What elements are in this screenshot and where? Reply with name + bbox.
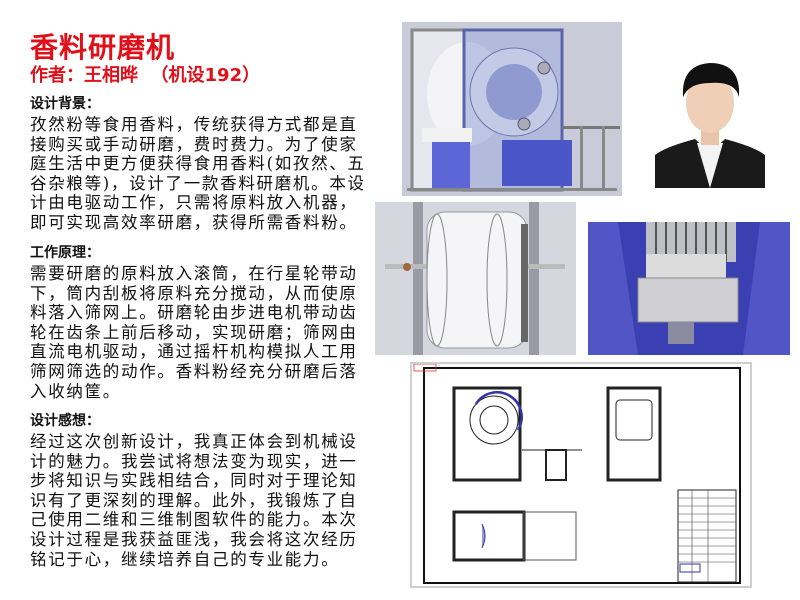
- text-line: 接购买或手动研磨，费时费力。为了使家: [30, 134, 358, 154]
- text-line: 步将知识与实践相结合，同时对于理论知: [30, 471, 358, 491]
- cad-front-view-image: [402, 22, 622, 196]
- text-line: 轮在齿条上前后移动，实现研磨；筛网由: [30, 322, 358, 342]
- text-line: 己使用二维和三维制图软件的能力。本次: [30, 510, 358, 530]
- text-line: 谷杂粮等)，设计了一款香料研磨机。本设: [30, 173, 366, 193]
- text-line: 筛网筛选的动作。香料粉经充分研磨后落: [30, 361, 358, 381]
- text-line: 计的魅力。我尝试将想法变为现实，进一: [30, 451, 358, 471]
- text-line: 识有了更深刻的理解。此外，我锻炼了自: [30, 490, 358, 510]
- engineering-drawing-image: [410, 362, 752, 588]
- section-design-background: 设计背景： 孜然粉等食用香料，传统获得方式都是直 接购买或手动研磨，费时费力。为…: [30, 93, 365, 233]
- section-design-reflection: 设计感想： 经过这次创新设计，我真正体会到机械设 计的魅力。我尝试将想法变为现实…: [30, 410, 365, 569]
- sieve-render-image: [588, 222, 790, 355]
- author-photo: [655, 55, 765, 188]
- text-line: 铭记于心，继续培养自己的专业能力。: [30, 549, 340, 569]
- section-heading: 设计背景：: [30, 96, 100, 112]
- section-heading: 工作原理：: [30, 245, 100, 261]
- text-line: 孜然粉等食用香料，传统获得方式都是直: [30, 115, 358, 134]
- drum-render-image: [375, 202, 576, 355]
- text-line: 需要研磨的原料放入滚筒，在行星轮带动: [30, 264, 358, 283]
- author-line: 作者：王相晔 （机设192）: [30, 65, 261, 86]
- text-line: 直流电机驱动，通过摇杆机构模拟人工用: [30, 342, 358, 362]
- section-working-principle: 工作原理： 需要研磨的原料放入滚筒，在行星轮带动 下，筒内刮板将原料充分搅动，从…: [30, 242, 365, 401]
- text-line: 设计过程是我获益匪浅，我会将这次经历: [30, 529, 358, 549]
- text-line: 庭生活中更方便获得食用香料(如孜然、五: [30, 154, 366, 174]
- text-line: 即可实现高效率研磨，获得所需香料粉。: [30, 212, 358, 232]
- text-line: 入收纳筐。: [30, 381, 121, 401]
- poster-title: 香料研磨机: [30, 31, 176, 64]
- section-heading: 设计感想：: [30, 413, 100, 429]
- text-line: 料落入筛网上。研磨轮由步进电机带动齿: [30, 303, 358, 323]
- text-line: 计由电驱动工作，只需将原料放入机器，: [30, 193, 358, 213]
- text-line: 经过这次创新设计，我真正体会到机械设: [30, 432, 358, 451]
- text-line: 下，筒内刮板将原料充分搅动，从而使原: [30, 283, 358, 303]
